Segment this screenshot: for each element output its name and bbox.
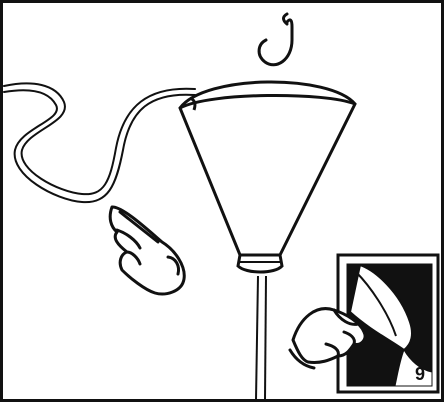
page-corner: 9 <box>336 253 440 394</box>
page-turn-hand-icon <box>288 307 367 370</box>
page-number: 9 <box>415 364 425 384</box>
hook-icon <box>257 12 294 67</box>
lampshade <box>178 80 357 274</box>
lamp-pole <box>255 275 267 401</box>
pointing-hand-icon <box>108 205 186 296</box>
power-cord <box>3 82 196 204</box>
